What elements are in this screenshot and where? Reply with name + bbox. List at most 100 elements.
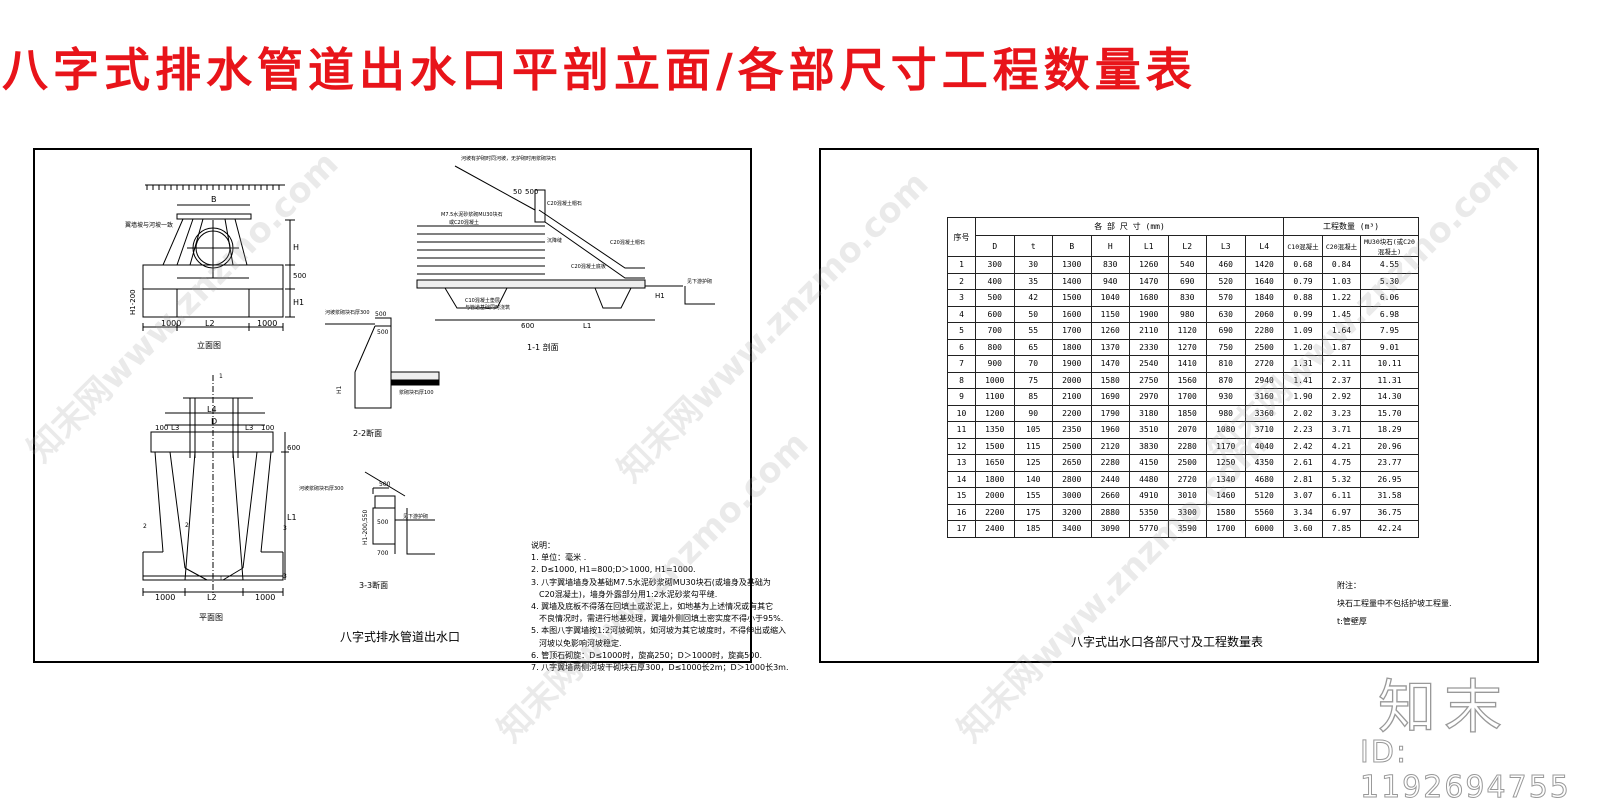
- table-cell: 400: [975, 272, 1015, 290]
- table-cell: 810: [1206, 355, 1246, 373]
- table-cell: 3.60: [1283, 520, 1323, 538]
- table-cell: 630: [1206, 305, 1246, 323]
- table-cell: 3.34: [1283, 503, 1323, 521]
- table-cell: 2.61: [1283, 454, 1323, 472]
- table-cell: 9: [947, 388, 976, 406]
- table-cell: 0.99: [1283, 305, 1323, 323]
- table-cell: 3830: [1129, 437, 1169, 455]
- table-cell: 6.97: [1322, 503, 1361, 521]
- note-label: 浆砌块石厚100: [399, 389, 434, 396]
- table-cell: 3.23: [1322, 404, 1361, 422]
- dim-label: 50: [513, 188, 522, 196]
- table-cell: 830: [1090, 256, 1130, 274]
- table-cell: 7.85: [1322, 520, 1361, 538]
- table-cell: 1.22: [1322, 289, 1361, 307]
- table-cell: 1680: [1129, 289, 1169, 307]
- dim-label: 100: [155, 424, 168, 432]
- table-cell: 1.64: [1322, 322, 1361, 340]
- table-cell: 6: [947, 338, 976, 356]
- table-cell: 2000: [1052, 371, 1092, 389]
- page-title: 八字式排水管道出水口平剖立面/各部尺寸工程数量表: [2, 43, 1197, 97]
- table-cell: 870: [1206, 371, 1246, 389]
- table-cell: 16: [947, 503, 976, 521]
- table-cell: 1960: [1090, 421, 1130, 439]
- table-cell: 2: [947, 272, 976, 290]
- table-cell: 2750: [1129, 371, 1169, 389]
- table-cell: 1120: [1167, 322, 1207, 340]
- dim-label: H1-200: [129, 289, 137, 315]
- table-cell: 1500: [1052, 289, 1092, 307]
- dim-label: 1000: [155, 593, 175, 602]
- dim-label: H1: [655, 292, 665, 300]
- table-cell: 5350: [1129, 503, 1169, 521]
- table-cell: 4: [947, 305, 976, 323]
- notes-title: 说明：: [531, 541, 555, 550]
- table-cell: 2350: [1052, 421, 1092, 439]
- table-cell: 570: [1206, 289, 1246, 307]
- dim-label: 500: [525, 188, 538, 196]
- dim-label: 500: [377, 519, 389, 526]
- section-mark: 2: [143, 523, 147, 530]
- table-cell: 85: [1013, 388, 1053, 406]
- dim-label: L3: [245, 424, 253, 432]
- section-2-2: 河坡浆砌块石厚300 浆砌块石厚100 500 500 H1 2-2断面: [325, 309, 440, 438]
- note-item: 不良情况时，需进行地基处理，翼墙外侧回填土密实度不得小于95%.: [539, 614, 784, 624]
- table-cell: 2440: [1090, 470, 1130, 488]
- table-cell: 70: [1013, 355, 1053, 373]
- table-cell: 520: [1206, 272, 1246, 290]
- table-cell: 2500: [1244, 338, 1284, 356]
- dim-label: D: [211, 417, 217, 426]
- note-item: 1. 单位：毫米 .: [531, 553, 587, 563]
- watermark-logo: 知末: [1377, 672, 1511, 741]
- table-cell: 690: [1206, 322, 1246, 340]
- dim-label: H1-200,550: [362, 510, 369, 545]
- table-cell: 1790: [1090, 404, 1130, 422]
- table-cell: 4.75: [1322, 454, 1361, 472]
- table-cell: 6000: [1244, 520, 1284, 538]
- table-cell: 17: [947, 520, 976, 538]
- table-cell: 2800: [1052, 470, 1092, 488]
- table-cell: 1.03: [1322, 272, 1361, 290]
- table-cell: 1840: [1244, 289, 1284, 307]
- dim-label: L1: [287, 513, 297, 522]
- table-cell: 930: [1206, 388, 1246, 406]
- table-cell: 0.68: [1283, 256, 1323, 274]
- table-cell: 2.02: [1283, 404, 1323, 422]
- design-notes: 说明： 1. 单位：毫米 . 2. D≤1000, H1=800;D＞1000,…: [531, 540, 789, 674]
- note-item: 河坡以免影响河坡稳定.: [539, 638, 622, 648]
- table-cell: 9.01: [1360, 338, 1419, 356]
- table-cell: 900: [975, 355, 1015, 373]
- table-cell: 36.75: [1360, 503, 1419, 521]
- section-11-label: 1-1 剖面: [527, 342, 559, 352]
- table-cell: 26.95: [1360, 470, 1419, 488]
- dim-label: 500: [375, 311, 387, 318]
- table-cell: 1470: [1129, 272, 1169, 290]
- table-cell: 65: [1013, 338, 1053, 356]
- table-cell: 1.87: [1322, 338, 1361, 356]
- table-cell: 2070: [1167, 421, 1207, 439]
- outlet-drawings: 1000 L2 1000 B H H1 500 翼墙坡与河坡一致 H1-200 …: [125, 155, 715, 622]
- header-dimensions: 各 部 尺 寸 (mm): [975, 217, 1284, 236]
- table-cell: 690: [1167, 272, 1207, 290]
- table-cell: 115: [1013, 437, 1053, 455]
- table-cell: 1.90: [1283, 388, 1323, 406]
- column-header: L2: [1167, 235, 1207, 257]
- note-label: 见下游护砌: [403, 513, 428, 520]
- table-cell: 2200: [975, 503, 1015, 521]
- table-cell: 3: [947, 289, 976, 307]
- dim-label: 500: [377, 329, 389, 336]
- table-cell: 140: [1013, 470, 1053, 488]
- table-cell: 2200: [1052, 404, 1092, 422]
- table-cell: 4480: [1129, 470, 1169, 488]
- column-header: t: [1013, 235, 1053, 257]
- plan-label: 平面图: [199, 613, 223, 622]
- table-cell: 3200: [1052, 503, 1092, 521]
- dim-label: B: [211, 195, 217, 204]
- sheet-caption: 八字式排水管道出水口: [340, 630, 461, 644]
- table-cell: 2.11: [1322, 355, 1361, 373]
- table-cell: 6.98: [1360, 305, 1419, 323]
- table-cell: 1600: [1052, 305, 1092, 323]
